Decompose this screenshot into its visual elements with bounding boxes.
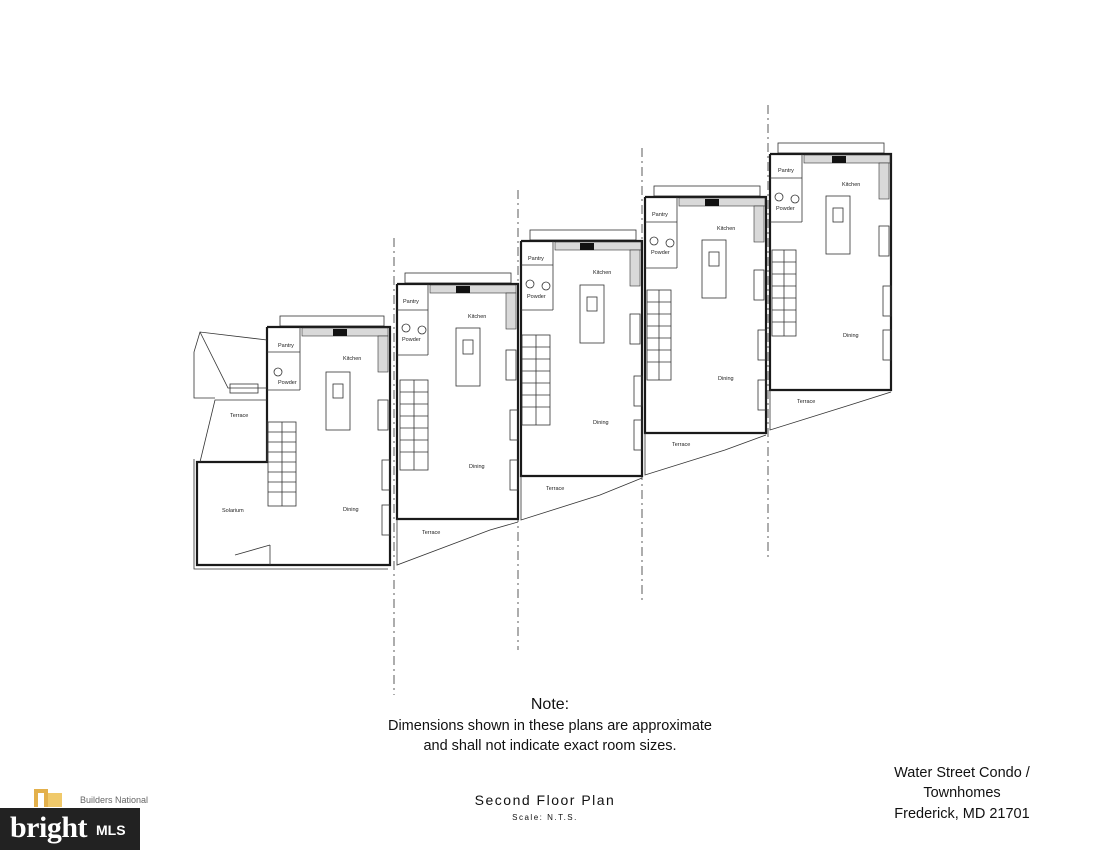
bright-logo-word: bright [10, 811, 88, 844]
room-label-kitchen: Kitchen [593, 270, 611, 276]
address-line-1: Water Street Condo / [894, 765, 1030, 781]
unit-3 [519, 229, 644, 521]
room-label-pantry: Pantry [778, 168, 794, 174]
room-label-pantry: Pantry [652, 212, 668, 218]
unit-2 [395, 272, 520, 566]
room-label-pantry: Pantry [278, 343, 294, 349]
unit-5 [768, 142, 893, 431]
bright-logo-mls: MLS [96, 822, 126, 838]
room-label-dining: Dining [718, 376, 734, 382]
room-label-powder: Powder [776, 206, 795, 212]
room-label-solarium: Solarium [222, 508, 244, 514]
sheet-scale: Scale: N.T.S. [512, 813, 578, 822]
note-line-2: and shall not indicate exact room sizes. [423, 738, 677, 754]
room-label-powder: Powder [651, 250, 670, 256]
room-label-terrace: Terrace [672, 442, 690, 448]
room-label-kitchen: Kitchen [717, 226, 735, 232]
builders-logo-icon [34, 789, 62, 807]
builders-logo-text: Builders National [80, 795, 149, 805]
room-label-terrace: Terrace [230, 413, 248, 419]
stair-treads [268, 422, 296, 506]
sheet-title: Second Floor Plan [474, 792, 616, 808]
stair-treads [772, 250, 796, 336]
room-label-powder: Powder [278, 380, 297, 386]
room-label-dining: Dining [593, 420, 609, 426]
builders-national-logo: Builders National [34, 787, 174, 809]
stair-treads [647, 290, 671, 380]
stair-treads [400, 380, 428, 470]
room-label-dining: Dining [843, 333, 859, 339]
room-label-terrace: Terrace [422, 530, 440, 536]
room-label-pantry: Pantry [528, 256, 544, 262]
room-label-terrace: Terrace [546, 486, 564, 492]
unit-1 [193, 315, 392, 570]
room-label-dining: Dining [343, 507, 359, 513]
unit-4 [643, 185, 768, 476]
note-line-1: Dimensions shown in these plans are appr… [387, 718, 712, 734]
stair-treads [522, 335, 550, 425]
room-label-dining: Dining [469, 464, 485, 470]
room-label-terrace: Terrace [797, 399, 815, 405]
room-label-kitchen: Kitchen [842, 182, 860, 188]
room-label-kitchen: Kitchen [343, 356, 361, 362]
note-title: Note: [530, 696, 570, 713]
address-line-2: Townhomes [923, 785, 1001, 801]
room-label-powder: Powder [402, 337, 421, 343]
address-line-3: Frederick, MD 21701 [894, 806, 1030, 822]
bright-mls-logo: bright MLS [0, 808, 140, 850]
room-labels: Pantry Kitchen Powder Terrace Solarium D… [222, 168, 860, 536]
room-label-kitchen: Kitchen [468, 314, 486, 320]
room-label-pantry: Pantry [403, 299, 419, 305]
room-label-powder: Powder [527, 294, 546, 300]
